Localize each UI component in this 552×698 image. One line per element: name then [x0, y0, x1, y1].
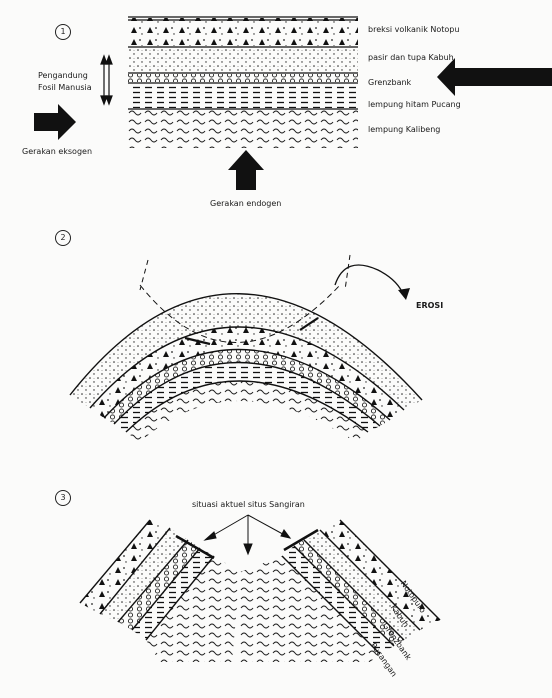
erosion-label: EROSI — [416, 301, 444, 310]
panel-3-number: 3 — [55, 490, 71, 506]
fossil-label-line2: Fosil Manusia — [38, 83, 92, 92]
panel-2-anticline — [69, 254, 423, 442]
fossil-bracket — [100, 54, 113, 106]
layer-label-notopuro: breksi volkanik Notopu — [368, 25, 460, 34]
layer-label-grenzbank: Grenzbank — [368, 78, 412, 87]
panel-3-eroded — [79, 514, 441, 662]
layer-label-pucang: lempung hitam Pucang — [368, 100, 461, 109]
fossil-label-line1: Pengandung — [38, 71, 88, 80]
layer-label-kabuh: pasir dan tupa Kabuh — [368, 53, 454, 62]
layer-label-kalibeng: lempung Kalibeng — [368, 125, 441, 134]
exogenic-arrow — [34, 104, 76, 140]
panel-2-number: 2 — [55, 230, 71, 246]
sangiran-annotation: situasi aktuel situs Sangiran — [192, 500, 305, 509]
exogenic-label: Gerakan eksogen — [22, 147, 93, 156]
endogenic-arrow — [228, 150, 264, 190]
panel-1-strata — [128, 16, 358, 148]
exogenic-arrow-right — [437, 58, 552, 96]
endogenic-label: Gerakan endogen — [210, 199, 282, 208]
panel-1-number: 1 — [55, 24, 71, 40]
